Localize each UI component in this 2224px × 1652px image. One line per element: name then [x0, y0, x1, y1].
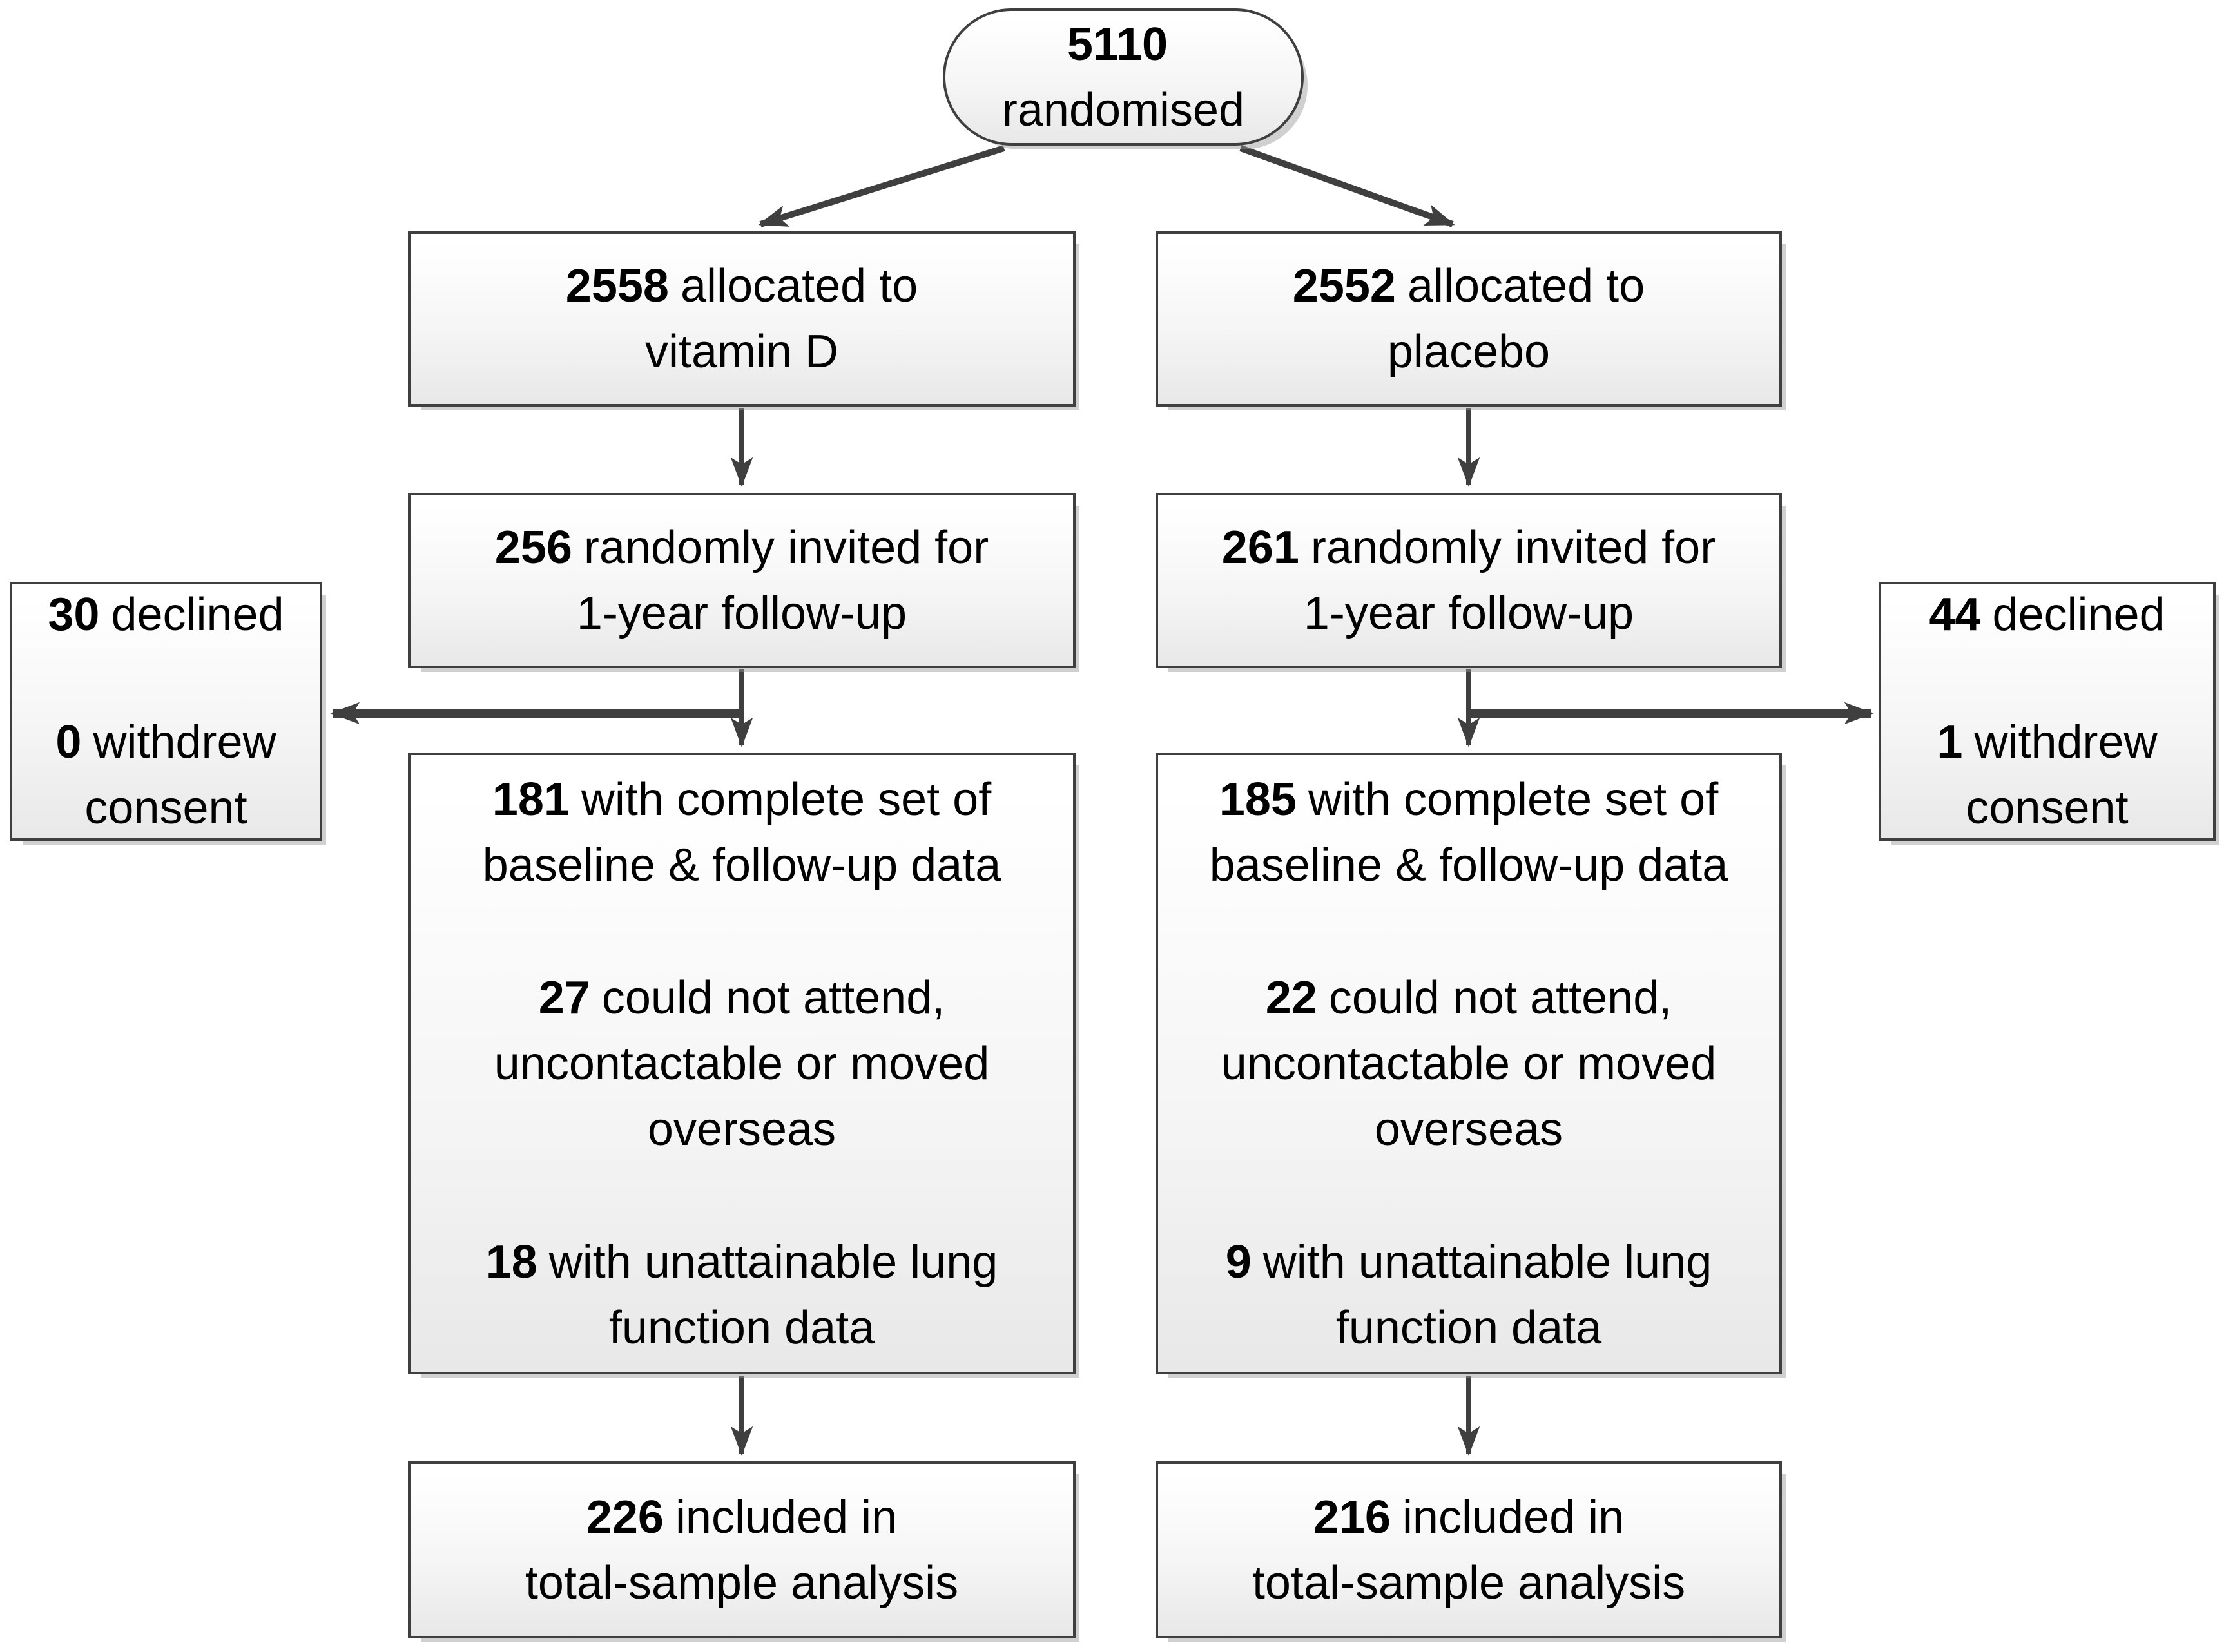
count: 185 [1219, 773, 1297, 825]
text-line: function data [608, 1301, 875, 1354]
count: 216 [1313, 1491, 1391, 1543]
count: 261 [1221, 522, 1299, 573]
randomised-label: randomised [1001, 84, 1245, 136]
randomised-oval: 5110 randomised [943, 8, 1304, 146]
text-line: 1-year follow-up [576, 588, 907, 639]
count: 22 [1265, 972, 1317, 1024]
count: 2558 [565, 260, 669, 312]
count: 9 [1225, 1236, 1252, 1288]
text-line: overseas [647, 1103, 836, 1155]
text-line: placebo [1387, 326, 1551, 378]
arrow-randomised-to-placebo [1239, 145, 1455, 227]
count: 0 [55, 716, 82, 768]
text-line: baseline & follow-up data [482, 839, 1001, 891]
text-line: overseas [1374, 1103, 1563, 1155]
text-line: total-sample analysis [1252, 1557, 1686, 1609]
arrow-randomised-to-vitamin-d [758, 145, 1005, 227]
count: 256 [494, 522, 572, 573]
text-line: vitamin D [644, 326, 839, 378]
count: 18 [485, 1236, 537, 1288]
count: 2552 [1292, 260, 1396, 312]
count: 27 [538, 972, 590, 1024]
count: 1 [1937, 716, 1963, 768]
text-line: function data [1335, 1301, 1602, 1354]
count: 5110 [1067, 18, 1168, 70]
text-line: 1-year follow-up [1303, 588, 1634, 639]
count: 226 [586, 1491, 664, 1543]
count: 30 [48, 589, 100, 640]
text-line: consent [84, 782, 247, 834]
text-line: uncontactable or moved [1221, 1037, 1717, 1090]
text-line: total-sample analysis [525, 1557, 959, 1609]
text-line: consent [1966, 782, 2129, 834]
count: 181 [492, 773, 570, 825]
text-line: baseline & follow-up data [1209, 839, 1728, 891]
text-line: uncontactable or moved [494, 1037, 990, 1090]
count: 44 [1929, 589, 1981, 640]
randomised-count-line: 5110 [1067, 12, 1179, 77]
